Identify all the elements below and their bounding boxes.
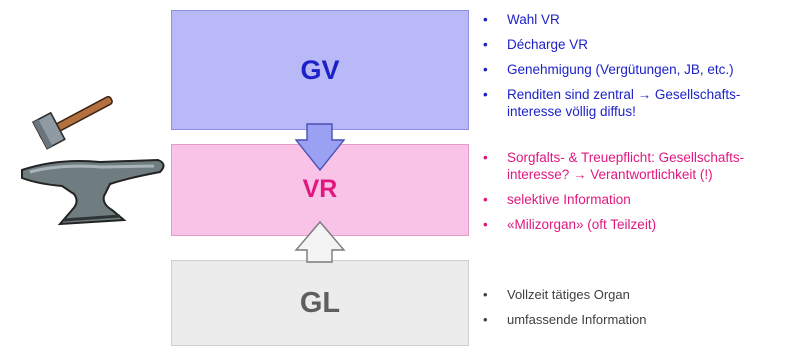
arrow-down-gv-to-vr: [294, 123, 346, 172]
vr-bullet-list: •Sorgfalts- & Treuepflicht: Gesellschaft…: [480, 149, 790, 241]
bullet-icon: •: [483, 150, 488, 165]
bullet-icon: •: [483, 62, 488, 77]
hammer-icon: [31, 95, 113, 150]
list-item: •Genehmigung (Vergütungen, JB, etc.): [483, 62, 734, 77]
list-item: •Décharge VR: [483, 37, 589, 52]
bullet-icon: •: [483, 12, 488, 27]
arrow-up-gl-to-vr: [294, 220, 346, 263]
gl-label: GL: [299, 287, 341, 319]
list-item: •umfassende Information: [483, 312, 647, 327]
gl-bullet-list: •Vollzeit tätiges Organ •umfassende Info…: [480, 286, 790, 336]
bullet-icon: •: [483, 87, 488, 102]
hammer-anvil-illustration: [21, 95, 165, 226]
bullet-icon: •: [483, 37, 488, 52]
gv-label: GV: [300, 55, 340, 85]
anvil-icon: [21, 158, 165, 226]
bullet-icon: •: [483, 192, 488, 207]
list-item: •Renditen sind zentral → Gesellschafts-i…: [483, 87, 741, 119]
bullet-icon: •: [483, 287, 488, 302]
vr-label: VR: [302, 175, 338, 203]
list-item: •Sorgfalts- & Treuepflicht: Gesellschaft…: [483, 150, 745, 182]
bullet-icon: •: [483, 312, 488, 327]
list-item: •Vollzeit tätiges Organ: [483, 287, 630, 302]
gv-bullet-list: •Wahl VR •Décharge VR •Genehmigung (Verg…: [480, 11, 790, 128]
list-item: •Wahl VR: [483, 12, 560, 27]
list-item: •selektive Information: [483, 192, 631, 207]
list-item: •«Milizorgan» (oft Teilzeit): [483, 217, 657, 232]
bullet-icon: •: [483, 217, 488, 232]
gl-box: GL: [171, 260, 469, 346]
